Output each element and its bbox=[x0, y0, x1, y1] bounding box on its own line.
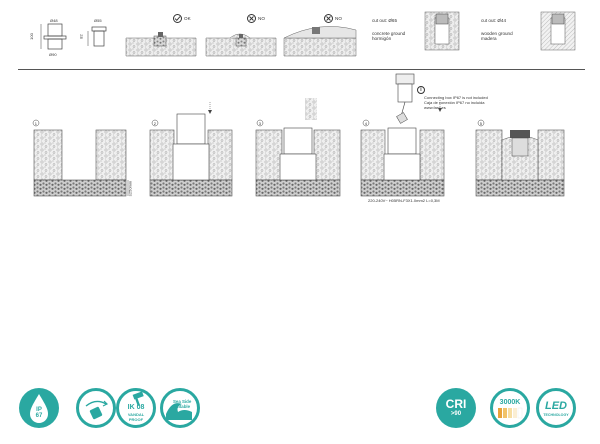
step-number-2: 2 bbox=[153, 121, 157, 126]
cutout-drawings bbox=[424, 11, 576, 51]
dim-d48: Ø48 bbox=[50, 18, 58, 23]
installation-drawings bbox=[32, 73, 565, 197]
sea-side-1: Sea Side bbox=[173, 399, 192, 404]
led-label: LED bbox=[545, 400, 567, 412]
led-sub: TECHNOLOGY bbox=[543, 413, 569, 417]
section-divider bbox=[18, 69, 585, 70]
info-line-1: Connecting box IP67 is not included bbox=[424, 95, 488, 100]
adjustable-badge bbox=[76, 388, 116, 428]
placement-ok-label: OK bbox=[184, 16, 191, 21]
dim-h100: 100 bbox=[28, 33, 34, 40]
ip67-badge: IP 67 bbox=[19, 388, 59, 428]
water-drop-icon bbox=[30, 394, 48, 423]
product-dimension-drawing bbox=[40, 23, 107, 50]
info-line-2: Caja de conexión IP67 no incluida bbox=[424, 100, 485, 105]
depth-label: ≥250mm bbox=[127, 180, 133, 197]
ip67-badge-top: IP bbox=[36, 407, 42, 413]
wooden-cutout: cut out: Ø44 bbox=[481, 18, 507, 23]
led-badge: LED TECHNOLOGY bbox=[536, 388, 576, 428]
dim-d90: Ø90 bbox=[49, 52, 57, 57]
placement-no-label-2: NO bbox=[335, 16, 342, 21]
sea-side-badge: Sea Side Suitable bbox=[160, 388, 200, 428]
sea-side-2: Suitable bbox=[173, 404, 191, 409]
color-temperature-scale-icon bbox=[498, 407, 523, 419]
ik08-value: IK 08 bbox=[127, 404, 145, 411]
product-dimensions: Ø48 Ø55 Ø90 100 82 bbox=[0, 0, 120, 70]
no-icon bbox=[324, 14, 333, 23]
placement-examples: OK NO NO bbox=[120, 0, 360, 70]
cutout-specs: cut out: Ø65 concrete ground hormigón cu… bbox=[365, 0, 600, 70]
wave-icon bbox=[166, 403, 192, 420]
step-number-3: 3 bbox=[258, 121, 262, 126]
placement-no-label-1: NO bbox=[258, 16, 265, 21]
cri-value: >90 bbox=[450, 411, 462, 417]
cri-label: CRI bbox=[445, 397, 467, 411]
concrete-label-1: concrete ground bbox=[372, 31, 406, 36]
info-marker: i bbox=[417, 86, 425, 94]
wooden-label-1: wooden ground bbox=[481, 31, 513, 36]
vandal-proof-1: VANDAL bbox=[127, 412, 145, 417]
concrete-cutout: cut out: Ø65 bbox=[372, 18, 398, 23]
dim-h82: 82 bbox=[78, 34, 84, 39]
hammer-icon bbox=[132, 391, 144, 407]
step-number-4: 4 bbox=[364, 121, 368, 126]
ip67-badge-value: 67 bbox=[35, 413, 43, 419]
step-number-1: 1 bbox=[34, 121, 38, 126]
placement-drawings bbox=[125, 26, 357, 57]
concrete-label-2: hormigón bbox=[372, 36, 392, 41]
ok-icon bbox=[173, 14, 182, 23]
cct-value: 3000K bbox=[499, 399, 521, 406]
ik08-badge: IK 08 VANDAL PROOF bbox=[116, 388, 156, 428]
cri-badge: CRI >90 bbox=[436, 388, 476, 428]
step-number-5: 5 bbox=[479, 121, 483, 126]
feature-badges-right: CRI >90 3000K LED TECHNOLOGY bbox=[420, 378, 600, 444]
no-icon bbox=[247, 14, 256, 23]
installation-steps: 1 2 3 4 5 ≥250mm 220-240V~ H05RN-F3X1.0m… bbox=[0, 70, 600, 210]
vandal-proof-2: PROOF bbox=[128, 416, 144, 422]
adjustable-head-icon bbox=[85, 400, 109, 420]
feature-badges-left: IP 67 IK 08 VANDAL PROOF Sea Side Suitab… bbox=[0, 378, 300, 444]
info-line-3: www.faro.es bbox=[424, 105, 446, 110]
wooden-label-2: madera bbox=[481, 36, 497, 41]
cct-badge: 3000K bbox=[490, 388, 530, 428]
cable-spec: 220-240V~ H05RN-F3X1.0mm2 L=0,3M bbox=[368, 198, 440, 203]
dim-d55: Ø55 bbox=[94, 18, 102, 23]
